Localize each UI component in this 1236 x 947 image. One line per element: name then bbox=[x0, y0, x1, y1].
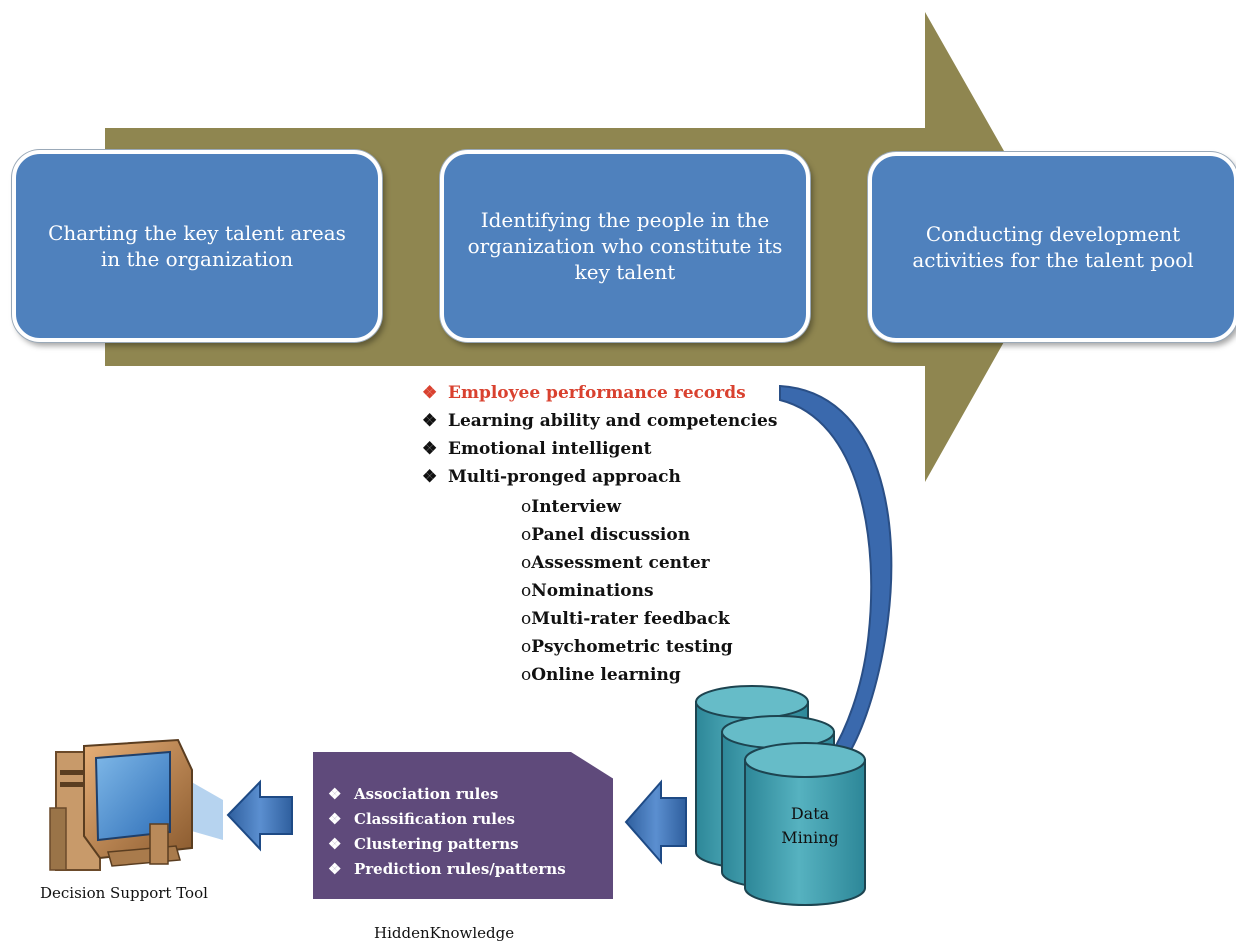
decision-support-tool-label: Decision Support Tool bbox=[40, 884, 208, 902]
list-item: oAssessment center bbox=[521, 553, 710, 573]
sub-bullet-icon: o bbox=[521, 581, 532, 601]
bullet-icon: ❖ bbox=[328, 860, 342, 878]
sub-bullet-icon: o bbox=[521, 637, 532, 657]
list-item: ❖Employee performance records bbox=[422, 379, 777, 407]
left-arrow-icon bbox=[624, 779, 687, 865]
sub-bullet-icon: o bbox=[521, 553, 532, 573]
hidden-knowledge-label: HiddenKnowledge bbox=[374, 924, 515, 942]
data-mining-label: Data Mining bbox=[781, 804, 839, 847]
bullet-icon: ❖ bbox=[328, 785, 342, 803]
list-item: ❖Clustering patterns bbox=[328, 832, 566, 857]
bullet-icon: ❖ bbox=[422, 439, 438, 459]
step-text: Charting the key talent areas in the org… bbox=[48, 221, 346, 271]
list-item: ❖Association rules bbox=[328, 782, 566, 807]
step-text: Conducting development activities for th… bbox=[912, 222, 1194, 272]
sub-bullet-icon: o bbox=[521, 525, 532, 545]
list-item: oPsychometric testing bbox=[521, 637, 733, 657]
bullet-icon: ❖ bbox=[328, 810, 342, 828]
criteria-list: ❖Employee performance records ❖Learning … bbox=[422, 379, 777, 491]
step-box-identifying: Identifying the people in the organizati… bbox=[440, 150, 810, 342]
step-box-charting: Charting the key talent areas in the org… bbox=[12, 150, 382, 342]
list-item: ❖Learning ability and competencies bbox=[422, 407, 777, 435]
hidden-knowledge-box bbox=[313, 752, 613, 899]
sub-bullet-icon: o bbox=[521, 609, 532, 629]
sub-bullet-icon: o bbox=[521, 665, 532, 685]
list-item: oInterview bbox=[521, 497, 621, 517]
list-item: ❖Prediction rules/patterns bbox=[328, 857, 566, 882]
list-item: ❖Multi-pronged approach bbox=[422, 463, 777, 491]
bullet-icon: ❖ bbox=[422, 411, 438, 431]
bullet-icon: ❖ bbox=[422, 467, 438, 487]
sub-bullet-icon: o bbox=[521, 497, 532, 517]
list-item: oPanel discussion bbox=[521, 525, 691, 545]
step-text: Identifying the people in the organizati… bbox=[467, 208, 783, 284]
approach-list: oInterview oPanel discussion oAssessment… bbox=[521, 493, 733, 689]
bullet-icon: ❖ bbox=[328, 835, 342, 853]
list-item: ❖Classification rules bbox=[328, 807, 566, 832]
database-icon bbox=[695, 685, 866, 906]
list-item: oOnline learning bbox=[521, 665, 681, 685]
list-item: ❖Emotional intelligent bbox=[422, 435, 777, 463]
bullet-icon: ❖ bbox=[422, 383, 438, 403]
knowledge-rules-list: ❖Association rules ❖Classification rules… bbox=[328, 782, 566, 882]
left-arrow-icon bbox=[226, 779, 293, 852]
list-item: oNominations bbox=[521, 581, 654, 601]
computer-icon bbox=[49, 738, 223, 871]
step-box-conducting: Conducting development activities for th… bbox=[868, 152, 1236, 342]
list-item: oMulti-rater feedback bbox=[521, 609, 730, 629]
